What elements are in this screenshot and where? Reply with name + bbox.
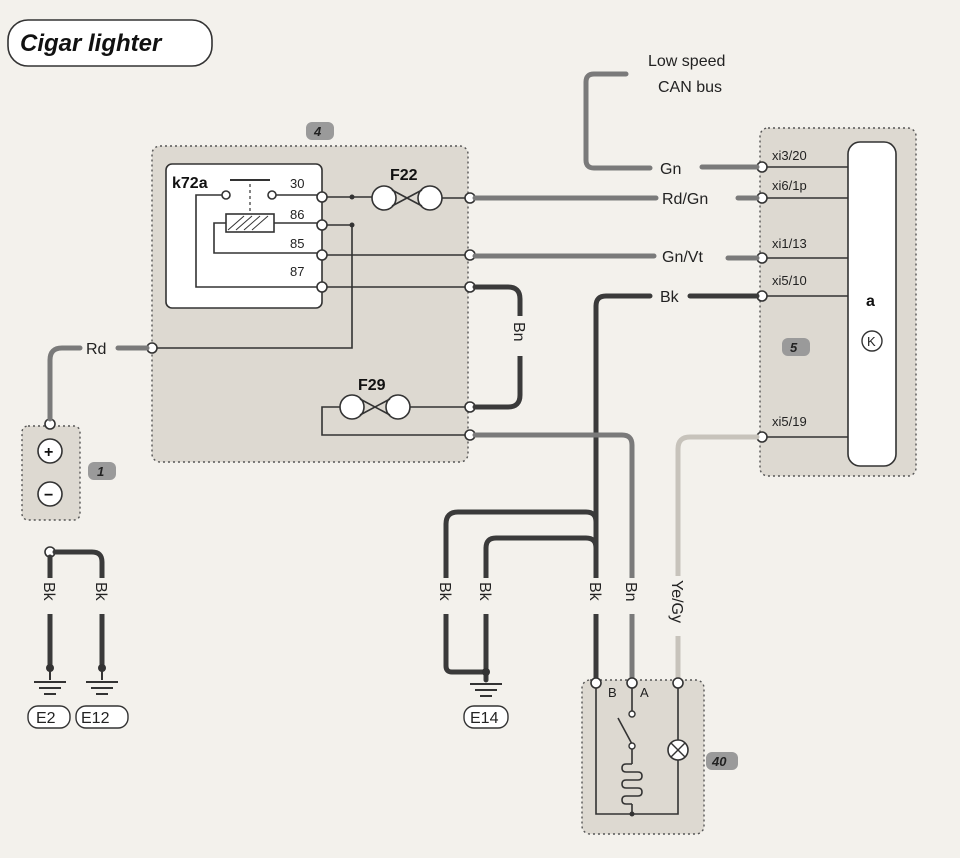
fuse-f22-label: F22 xyxy=(390,167,418,184)
connector-xi3-20: xi3/20 xyxy=(772,148,807,163)
ground-e12-label: E12 xyxy=(81,710,110,727)
can-bus-line1: Low speed xyxy=(648,53,725,70)
fuse-f29 xyxy=(339,394,411,420)
relay-pin-86: 86 xyxy=(290,207,304,222)
lighter-badge xyxy=(706,752,738,770)
relay-label: k72a xyxy=(172,175,208,192)
fuse-f29-label: F29 xyxy=(358,377,386,394)
battery-id: 1 xyxy=(97,464,104,479)
wire-label-bk-lighter: Bk xyxy=(586,582,603,602)
relay-pin-30: 30 xyxy=(290,176,304,191)
relay-k72a xyxy=(165,163,323,309)
connector-xi5-19: xi5/19 xyxy=(772,414,807,429)
lamp-icon xyxy=(667,739,689,761)
connector-xi6-1p: xi6/1p xyxy=(772,178,807,193)
ground-e2-label: E2 xyxy=(36,710,56,727)
page-title: Cigar lighter xyxy=(20,30,163,57)
wire-label-bk-bat2: Bk xyxy=(92,582,109,602)
battery-plus: + xyxy=(44,444,53,461)
relay-pin-85: 85 xyxy=(290,236,304,251)
ground-e14-symbol xyxy=(470,668,502,697)
connector-xi5-10: xi5/10 xyxy=(772,273,807,288)
module-a xyxy=(847,141,897,467)
fuse-f22 xyxy=(371,185,443,211)
fuse-box-id: 4 xyxy=(313,124,322,139)
module-badge xyxy=(782,338,810,356)
wire-label-bk-e14-2: Bk xyxy=(476,582,493,602)
wire-label-bk-e14-1: Bk xyxy=(436,582,453,602)
lighter-pin-b: B xyxy=(608,685,617,700)
wire-label-gn-vt: Gn/Vt xyxy=(662,249,703,266)
cigar-lighter xyxy=(581,679,705,835)
fuse-box-badge xyxy=(306,122,334,140)
wire-label-bn-loop: Bn xyxy=(510,322,527,342)
wire-label-gn: Gn xyxy=(660,161,681,178)
can-bus-line2: CAN bus xyxy=(658,79,722,96)
heating-element xyxy=(621,763,643,805)
ground-e2 xyxy=(27,705,71,729)
ground-e14 xyxy=(463,705,509,729)
module-id: 5 xyxy=(790,340,798,355)
battery-minus: − xyxy=(44,487,53,504)
ground-e12-symbol xyxy=(86,664,118,695)
connector-xi1-13: xi1/13 xyxy=(772,236,807,251)
lighter-pin-a: A xyxy=(640,685,649,700)
ground-e2-symbol xyxy=(34,664,66,695)
ground-e12 xyxy=(75,705,129,729)
lighter-id: 40 xyxy=(711,754,727,769)
wire-label-rd-gn: Rd/Gn xyxy=(662,191,708,208)
wire-label-rd: Rd xyxy=(86,341,106,358)
wire-label-ye-gy: Ye/Gy xyxy=(668,580,685,623)
module-a-label: a xyxy=(866,293,875,310)
module-symbol xyxy=(861,330,883,352)
wire-label-bn-lighter: Bn xyxy=(622,582,639,602)
battery-badge xyxy=(88,462,116,480)
module-symbol-text: K xyxy=(867,334,876,349)
wire-label-bk-bat1: Bk xyxy=(40,582,57,602)
relay-pin-87: 87 xyxy=(290,264,304,279)
wire-label-bk-top: Bk xyxy=(660,289,680,306)
title-badge: Cigar lighter xyxy=(7,19,213,67)
ground-e14-label: E14 xyxy=(470,710,499,727)
battery xyxy=(21,425,81,521)
